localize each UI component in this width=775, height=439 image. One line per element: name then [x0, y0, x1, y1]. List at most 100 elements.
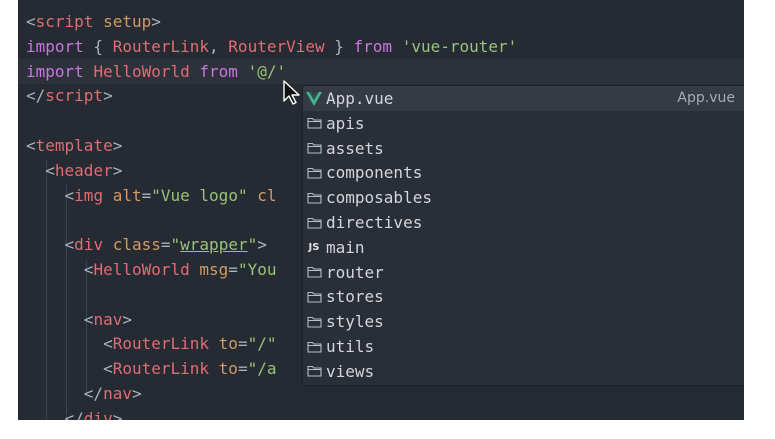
- code-line[interactable]: <template>: [26, 133, 122, 158]
- code-token: =: [160, 235, 171, 255]
- code-token: from: [199, 61, 238, 81]
- code-line[interactable]: </div>: [26, 406, 123, 420]
- suggestion-label: stores: [326, 287, 384, 307]
- code-token: <: [26, 359, 113, 379]
- suggestion-item[interactable]: composables: [303, 185, 744, 210]
- code-token: 'vue-router': [401, 36, 518, 56]
- code-token: <: [26, 185, 75, 205]
- suggestion-item[interactable]: stores: [303, 284, 744, 309]
- suggestion-item[interactable]: utils: [303, 334, 744, 359]
- code-line[interactable]: </nav>: [26, 381, 142, 406]
- code-token: [392, 37, 402, 56]
- indent-guide: [86, 260, 87, 395]
- code-token: >: [122, 309, 132, 329]
- suggestion-label: App.vue: [326, 89, 394, 108]
- code-token: setup: [93, 12, 152, 31]
- code-token: <: [26, 260, 94, 279]
- code-token: div: [83, 408, 113, 420]
- code-token: script: [35, 12, 94, 31]
- suggestion-label: router: [326, 262, 384, 282]
- code-token: RouterLink: [112, 334, 210, 354]
- code-token: >: [131, 384, 142, 403]
- folder-icon: [306, 141, 322, 156]
- code-line[interactable]: import HelloWorld from '@/': [18, 58, 744, 84]
- suggestion-item[interactable]: directives: [303, 210, 744, 235]
- code-token: ": [170, 235, 181, 255]
- code-token: <: [26, 235, 75, 255]
- folder-icon: [306, 314, 322, 329]
- code-token: <: [26, 334, 113, 354]
- code-line[interactable]: <nav>: [26, 307, 132, 332]
- suggestion-label: components: [326, 163, 423, 183]
- code-token: [190, 62, 200, 81]
- code-token: >: [112, 136, 123, 155]
- folder-icon: [306, 265, 322, 280]
- code-token: >: [257, 235, 267, 255]
- suggestion-label: styles: [326, 312, 384, 332]
- code-token: from: [353, 36, 393, 56]
- code-token: header: [54, 160, 113, 180]
- code-token: import: [26, 36, 84, 56]
- suggestion-item[interactable]: styles: [303, 309, 744, 334]
- code-token: >: [112, 408, 123, 420]
- code-token: HelloWorld: [93, 61, 190, 81]
- code-token: to: [209, 359, 238, 379]
- folder-icon: [306, 165, 322, 180]
- suggestion-item[interactable]: views: [303, 359, 744, 384]
- code-token: [84, 62, 94, 81]
- code-line[interactable]: import { RouterLink, RouterView } from '…: [26, 34, 517, 59]
- code-editor[interactable]: <script setup>import { RouterLink, Route…: [18, 0, 744, 420]
- suggestion-label: apis: [326, 113, 365, 133]
- code-token: wrapper: [180, 235, 248, 255]
- code-token: <: [26, 136, 36, 155]
- code-token: msg: [189, 260, 229, 279]
- code-line[interactable]: <img alt="Vue logo" cl: [26, 183, 277, 208]
- code-token: RouterLink: [112, 36, 210, 56]
- indent-guide: [46, 160, 47, 420]
- folder-icon: [306, 339, 322, 354]
- code-token: >: [151, 12, 161, 31]
- code-line[interactable]: <div class="wrapper">: [26, 232, 267, 257]
- suggestion-label: utils: [326, 337, 375, 356]
- code-token: import: [26, 61, 84, 81]
- code-token: =: [228, 260, 238, 279]
- mouse-pointer-icon: [283, 80, 300, 105]
- code-token: alt: [103, 185, 142, 205]
- code-token: cl: [247, 185, 277, 205]
- code-line[interactable]: <script setup>: [26, 9, 161, 34]
- code-token: {: [83, 36, 113, 56]
- folder-icon: [306, 215, 322, 230]
- code-token: div: [74, 235, 104, 255]
- code-line[interactable]: <header>: [26, 158, 122, 183]
- suggestion-detail: App.vue: [677, 90, 735, 106]
- suggestion-item[interactable]: components: [303, 160, 744, 185]
- code-token: class: [103, 235, 161, 255]
- code-token: =: [141, 185, 152, 205]
- code-token: =: [237, 334, 248, 354]
- indent-guide: [66, 185, 67, 420]
- code-token: img: [74, 185, 104, 205]
- code-token: nav: [93, 309, 123, 329]
- suggestion-item[interactable]: apis: [303, 111, 744, 136]
- suggestion-item[interactable]: router: [303, 260, 744, 285]
- code-token: nav: [103, 384, 132, 403]
- code-line[interactable]: <HelloWorld msg="You: [26, 257, 277, 282]
- code-token: </: [26, 384, 104, 403]
- code-token: >: [112, 160, 123, 180]
- code-token: <: [26, 160, 55, 180]
- code-line[interactable]: <RouterLink to="/a: [26, 356, 276, 381]
- code-token: >: [103, 86, 113, 106]
- suggestion-label: views: [326, 361, 375, 381]
- suggestion-item[interactable]: App.vue App.vue: [303, 86, 744, 111]
- code-token: [238, 62, 248, 81]
- code-token: ": [247, 235, 258, 255]
- suggestion-label: composables: [326, 188, 432, 208]
- suggestion-label: directives: [326, 213, 423, 232]
- code-token: }: [324, 36, 354, 56]
- code-line[interactable]: <RouterLink to="/": [26, 331, 276, 356]
- code-line[interactable]: </script>: [26, 83, 113, 108]
- suggestion-item[interactable]: assets: [303, 136, 744, 161]
- code-token: <: [26, 12, 36, 31]
